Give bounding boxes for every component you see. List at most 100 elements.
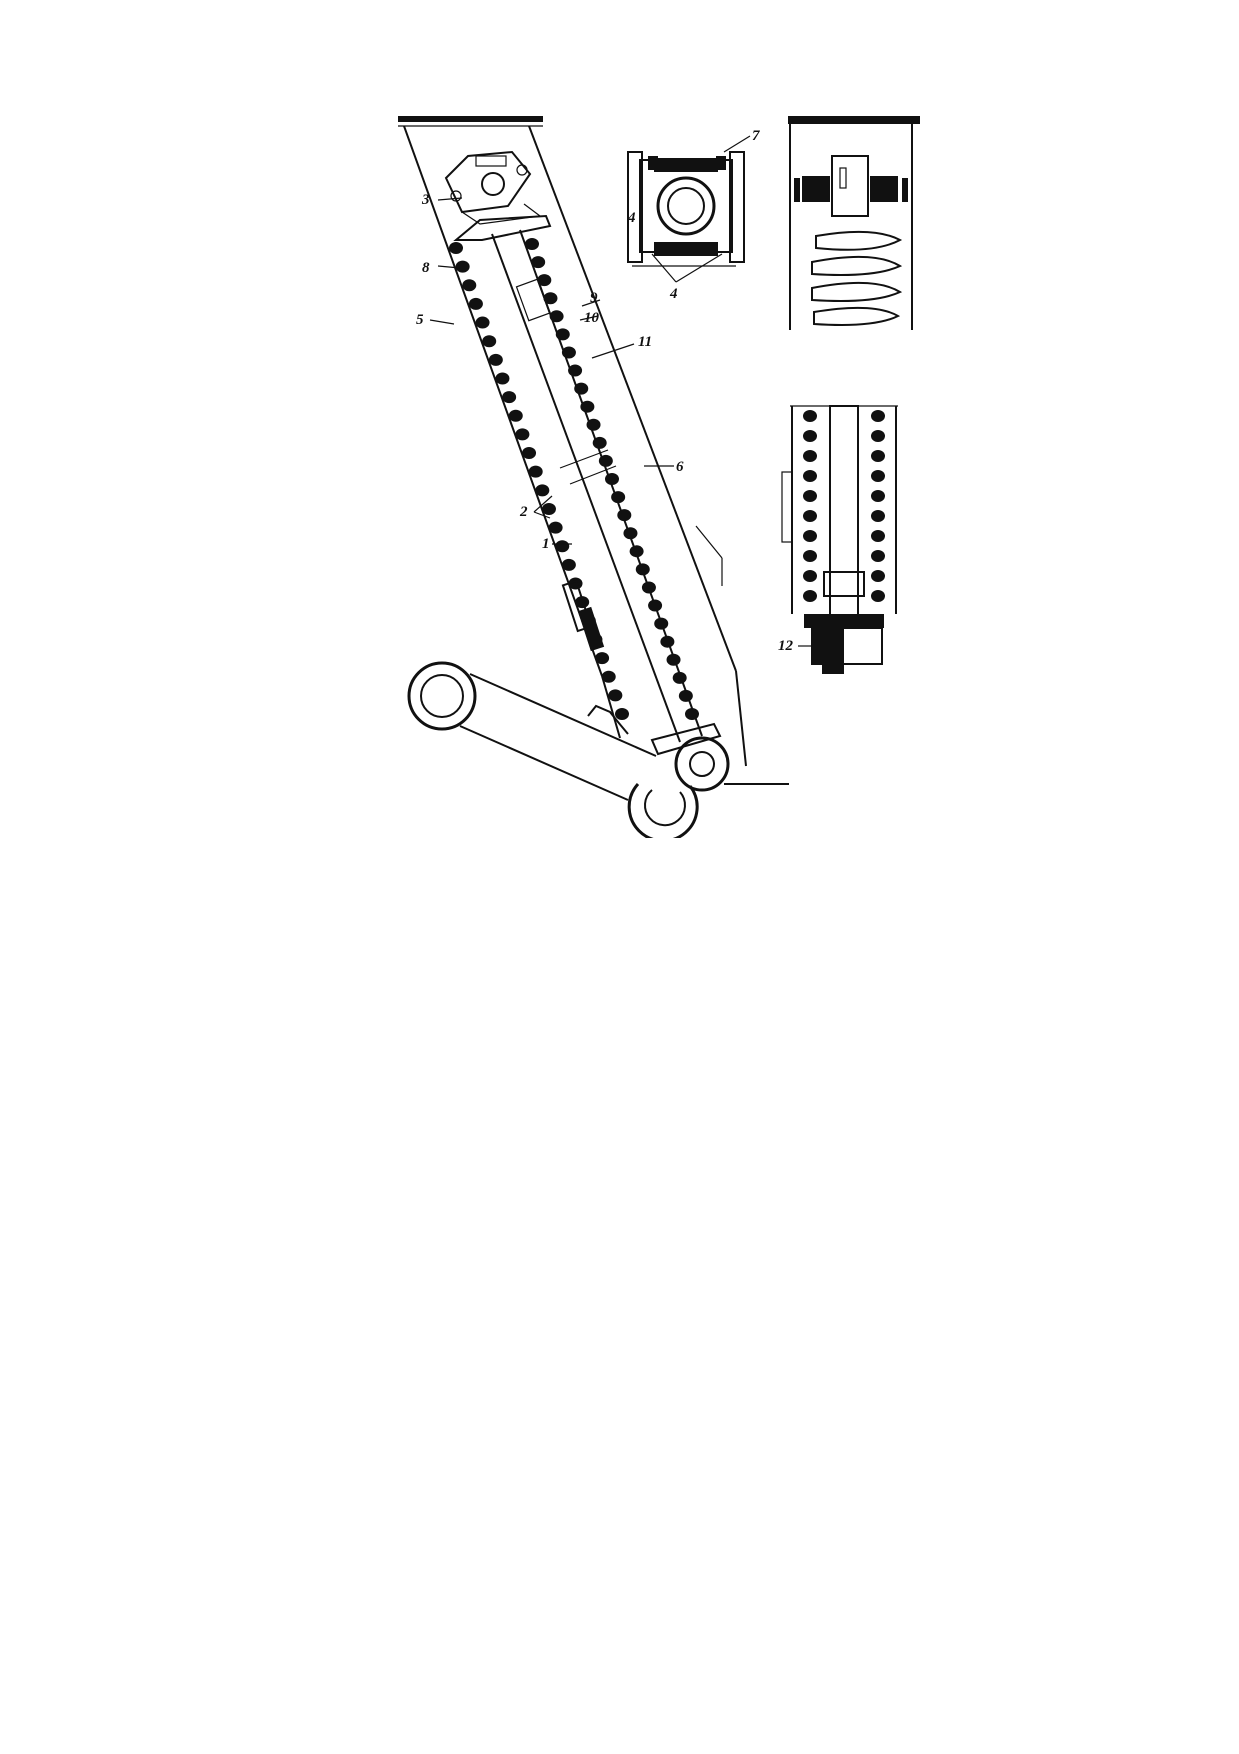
- spring-coil-section: [586, 418, 601, 431]
- callout-11: 11: [638, 334, 652, 350]
- callout-labels: 3 8 5 9 10 11 6 2 1 4 7 4 12: [416, 128, 794, 654]
- leader-lines-main: [429, 197, 674, 545]
- spring-coil-section: [561, 558, 576, 571]
- spring-coil-section: [803, 530, 817, 542]
- inner-sleeve: [515, 278, 617, 485]
- spring-coil-section: [803, 430, 817, 442]
- spring-coil-section: [528, 465, 543, 478]
- spring-coil-section: [482, 335, 497, 348]
- spring-coil-section: [508, 409, 523, 422]
- callout-1: 1: [542, 536, 550, 552]
- callout-4-detail: 4: [627, 210, 636, 226]
- technical-drawing: 3 8 5 9 10 11 6 2 1 4 7 4 12: [384, 116, 940, 838]
- spring-coil-section: [592, 436, 607, 449]
- spring-coil-section: [803, 470, 817, 482]
- spring-coil-section: [522, 447, 537, 460]
- spring-coil-section: [548, 521, 563, 534]
- spring-coil-section: [871, 490, 885, 502]
- spring-coil-section: [468, 297, 483, 310]
- spring-coil-section: [654, 617, 669, 630]
- spring-coils-right: [525, 238, 699, 720]
- spring-coil-section: [803, 510, 817, 522]
- detail-view-upper-spring: [788, 116, 920, 330]
- spring-coil-section: [549, 310, 564, 323]
- spring-coil-section: [803, 550, 817, 562]
- callout-6: 6: [676, 459, 684, 475]
- spring-coils-left: [449, 242, 629, 720]
- spring-mechanism-drawing: 3 8 5 9 10 11 6 2 1 4 7 4 12: [398, 116, 920, 838]
- spring-coil-section: [871, 530, 885, 542]
- spring-coil-section: [525, 238, 539, 250]
- upper-spring-plate: [453, 214, 552, 241]
- spring-coil-section: [803, 490, 817, 502]
- spring-coil-section: [871, 590, 885, 602]
- spring-coil-section: [803, 590, 817, 602]
- spring-coil-section: [515, 428, 530, 441]
- spring-coil-section: [871, 410, 885, 422]
- detail-view-lower-spring: [781, 405, 898, 674]
- detail-view-cross-section: [627, 135, 751, 283]
- spring-coil-section: [629, 545, 644, 558]
- spring-coil-section: [455, 260, 470, 273]
- spring-coil-section: [568, 364, 583, 377]
- spring-coil-section: [660, 635, 675, 648]
- spring-coil-section: [635, 563, 650, 576]
- spring-coil-section: [611, 491, 626, 504]
- callout-12: 12: [778, 638, 794, 654]
- lower-eye: [650, 722, 730, 792]
- spring-coil-section: [475, 316, 490, 329]
- spring-coil-section: [871, 570, 885, 582]
- spring-coil-section: [648, 599, 663, 612]
- callout-3: 3: [421, 192, 430, 208]
- spring-coil-section: [678, 689, 693, 702]
- spring-coil-section: [449, 242, 463, 254]
- spring-coil-section: [623, 527, 638, 540]
- spring-coil-section: [598, 454, 613, 467]
- spring-coil-section: [803, 410, 817, 422]
- spring-coil-section: [462, 279, 477, 292]
- spring-coil-section: [580, 400, 595, 413]
- spring-coil-section: [641, 581, 656, 594]
- spring-coil-section: [555, 328, 570, 341]
- spring-coil-section: [871, 450, 885, 462]
- spring-coil-section: [615, 708, 629, 720]
- spring-coil-section: [803, 570, 817, 582]
- spring-coil-section: [685, 708, 699, 720]
- spring-coil-section: [537, 274, 552, 287]
- spring-coil-section: [531, 256, 546, 269]
- spring-coil-section: [605, 473, 619, 485]
- spring-coil-section: [672, 671, 687, 684]
- callout-9: 9: [590, 290, 598, 306]
- spring-coil-section: [871, 510, 885, 522]
- spring-coil-section: [666, 653, 681, 666]
- callout-10: 10: [584, 310, 600, 326]
- spring-coil-section: [488, 353, 503, 366]
- detail-spring-coils: [803, 410, 885, 602]
- spring-coil-section: [502, 391, 517, 404]
- spring-coil-section: [561, 346, 576, 359]
- callout-2: 2: [519, 504, 528, 520]
- spring-coil-section: [871, 470, 885, 482]
- spring-coil-section: [617, 509, 632, 522]
- top-mounting-plate: [398, 116, 543, 127]
- spring-coil-section: [608, 689, 623, 702]
- spring-coil-section: [535, 484, 550, 497]
- spring-coil-section: [601, 670, 616, 683]
- side-bracket: [561, 579, 605, 652]
- spring-coil-section: [595, 652, 610, 665]
- callout-5: 5: [416, 312, 424, 328]
- lever-arm: [407, 661, 699, 838]
- callout-2-top: 8: [422, 260, 430, 276]
- spring-coil-section: [541, 502, 556, 515]
- top-clevis-bracket: [444, 150, 542, 225]
- main-view: [398, 116, 789, 838]
- spring-coil-section: [803, 450, 817, 462]
- spring-coil-section: [495, 372, 510, 385]
- spring-coil-section: [871, 550, 885, 562]
- spring-coil-section: [871, 430, 885, 442]
- spring-coil-section: [574, 382, 589, 395]
- spring-coil-section: [555, 540, 570, 553]
- spring-coil-section: [543, 292, 558, 305]
- callout-7: 7: [752, 128, 760, 144]
